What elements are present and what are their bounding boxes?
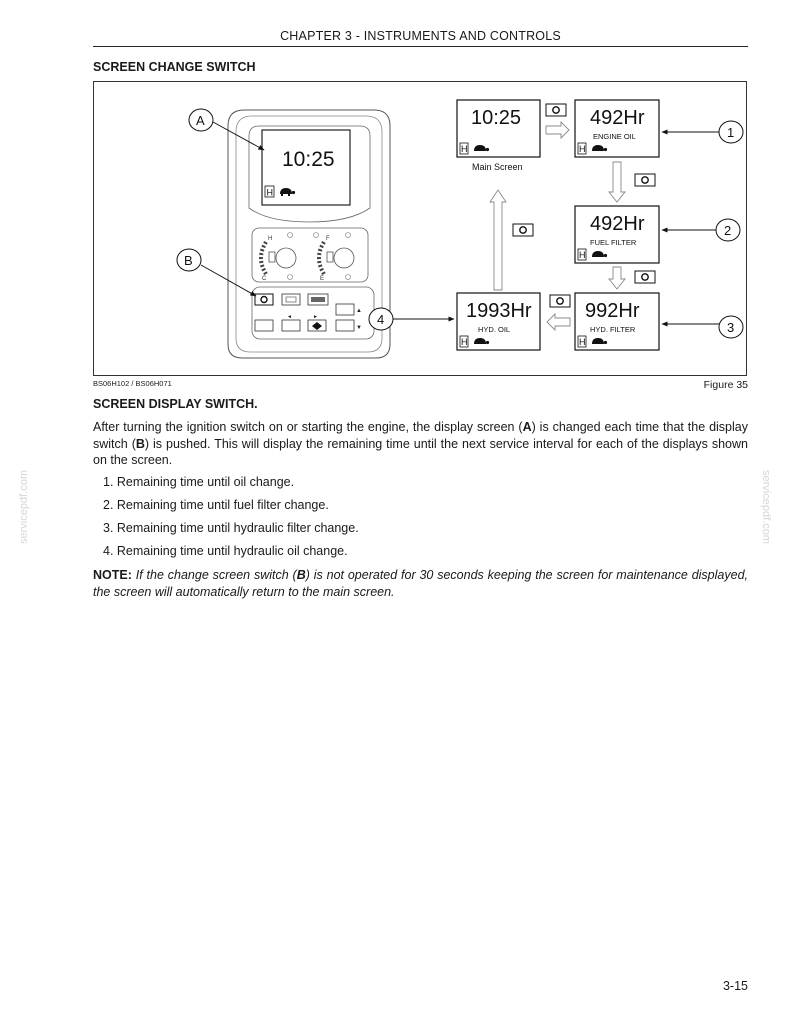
section-heading: SCREEN CHANGE SWITCH — [93, 60, 256, 74]
callout-1: 1 — [661, 120, 744, 144]
hyd-oil-label: HYD. OIL — [478, 325, 510, 334]
flow-arrow-down-icon — [608, 266, 626, 290]
engine-oil-value: 492Hr — [590, 107, 645, 129]
flow-arrow-right-icon — [545, 120, 570, 140]
callout-a-label: A — [196, 113, 205, 128]
panel-mode-letter: H — [267, 188, 274, 198]
note-label: NOTE: — [93, 568, 132, 582]
hyd-filter-value: 992Hr — [585, 300, 640, 322]
main-screen-caption: Main Screen — [472, 162, 523, 172]
gauge-housing — [251, 227, 369, 283]
figure-label: Figure 35 — [703, 379, 748, 391]
flow-arrow-down-icon — [608, 161, 626, 203]
callout-3-label: 3 — [727, 320, 734, 335]
callout-b: B — [176, 248, 257, 297]
switch-symbol-3 — [634, 270, 656, 284]
switch-symbol-2 — [634, 173, 656, 187]
panel-display-time: 10:25 — [282, 148, 335, 171]
fuel-filter-screen: 492Hr FUEL FILTER H — [574, 205, 660, 264]
left-arrow-icon: ◄ — [287, 314, 292, 320]
instrument-panel: 10:25 H H C F E — [227, 109, 391, 359]
flow-arrow-up-icon — [489, 189, 507, 291]
screen-change-switch[interactable] — [254, 293, 274, 306]
watermark-right: servicepdf.com — [760, 470, 772, 544]
body-text-1: After turning the ignition switch on or … — [93, 420, 523, 434]
tortoise-icon — [592, 338, 608, 345]
hyd-oil-screen: 1993Hr HYD. OIL H — [456, 292, 541, 351]
panel-switch-up[interactable] — [335, 303, 355, 316]
up-arrow-icon: ▲ — [356, 308, 362, 314]
hyd-oil-value: 1993Hr — [466, 300, 532, 322]
tortoise-icon — [280, 188, 296, 196]
fuel-gauge — [333, 247, 355, 269]
panel-switch-left[interactable] — [281, 319, 301, 332]
fuel-filter-value: 492Hr — [590, 213, 645, 235]
callout-2-label: 2 — [724, 223, 731, 238]
main-screen-value: 10:25 — [471, 107, 521, 129]
callout-4-label: 4 — [377, 312, 384, 327]
tortoise-icon — [474, 338, 490, 345]
callout-4: 4 — [368, 307, 455, 331]
tortoise-icon — [592, 251, 608, 258]
hyd-filter-mode: H — [579, 337, 586, 347]
panel-switch-2[interactable] — [281, 293, 301, 306]
callout-3: 3 — [661, 315, 744, 339]
subheading: SCREEN DISPLAY SWITCH. — [93, 397, 258, 411]
engine-oil-label: ENGINE OIL — [593, 132, 636, 141]
down-arrow-icon: ▼ — [356, 325, 362, 331]
figure-illustration: 10:25 H H C F E — [176, 99, 744, 359]
tortoise-icon — [592, 145, 608, 152]
switch-symbol-4 — [549, 294, 571, 308]
body-text-3: ) is pushed. This will display the remai… — [93, 436, 748, 468]
list-item: 3. Remaining time until hydraulic filter… — [103, 521, 359, 535]
panel-switch-5[interactable] — [254, 319, 274, 332]
engine-oil-screen: 492Hr ENGINE OIL H — [574, 99, 660, 158]
callout-1-label: 1 — [727, 125, 734, 140]
chapter-header: CHAPTER 3 - INSTRUMENTS AND CONTROLS — [280, 29, 561, 43]
main-screen: 10:25 H Main Screen — [456, 99, 541, 172]
list-item: 1. Remaining time until oil change. — [103, 475, 295, 489]
body-text-2: ) is changed each time that the display … — [93, 420, 748, 451]
switch-symbol-5 — [512, 223, 534, 237]
tortoise-icon — [474, 145, 490, 152]
hyd-filter-screen: 992Hr HYD. FILTER H — [574, 292, 660, 351]
fuel-gauge-empty-mark: E — [320, 276, 324, 282]
note-text-1: If the change screen switch ( — [135, 568, 297, 582]
fuel-filter-mode: H — [579, 250, 586, 260]
hyd-filter-label: HYD. FILTER — [590, 325, 636, 334]
note-paragraph: NOTE: If the change screen switch (B) is… — [93, 567, 748, 600]
temp-gauge-cold-mark: C — [262, 276, 267, 282]
list-item: 2. Remaining time until fuel filter chan… — [103, 498, 329, 512]
note-text-2: ) is not operated for 30 seconds keeping… — [93, 568, 748, 599]
flow-arrow-left-icon — [546, 312, 571, 332]
note-bold-b: B — [296, 568, 306, 582]
fuel-gauge-full-mark: F — [326, 236, 330, 242]
page-number: 3-15 — [722, 979, 748, 993]
figure-35: 10:25 H H C F E — [93, 81, 747, 376]
callout-a: A — [188, 108, 265, 151]
body-paragraph: After turning the ignition switch on or … — [93, 419, 748, 469]
service-list: 1. Remaining time until oil change. 2. R… — [103, 474, 359, 566]
body-bold-b: B — [135, 436, 145, 451]
switch-symbol-1 — [545, 103, 567, 117]
panel-switch-down[interactable] — [335, 319, 355, 332]
main-screen-mode: H — [461, 144, 468, 154]
temp-gauge-hot-mark: H — [268, 236, 272, 242]
list-item: 4. Remaining time until hydraulic oil ch… — [103, 544, 348, 558]
panel-display-screen — [261, 129, 351, 206]
callout-b-label: B — [184, 253, 193, 268]
hyd-oil-mode: H — [461, 337, 468, 347]
figure-code: BS06H102 / BS06H071 — [93, 379, 172, 388]
watermark-left: servicepdf.com — [18, 470, 30, 544]
temp-gauge — [275, 247, 297, 269]
engine-oil-mode: H — [579, 144, 586, 154]
body-bold-a: A — [522, 420, 532, 434]
header-rule — [93, 46, 748, 47]
callout-2: 2 — [661, 218, 741, 242]
fuel-filter-label: FUEL FILTER — [590, 238, 637, 247]
right-arrow-icon: ► — [313, 314, 318, 320]
flow-arrows — [489, 120, 626, 332]
